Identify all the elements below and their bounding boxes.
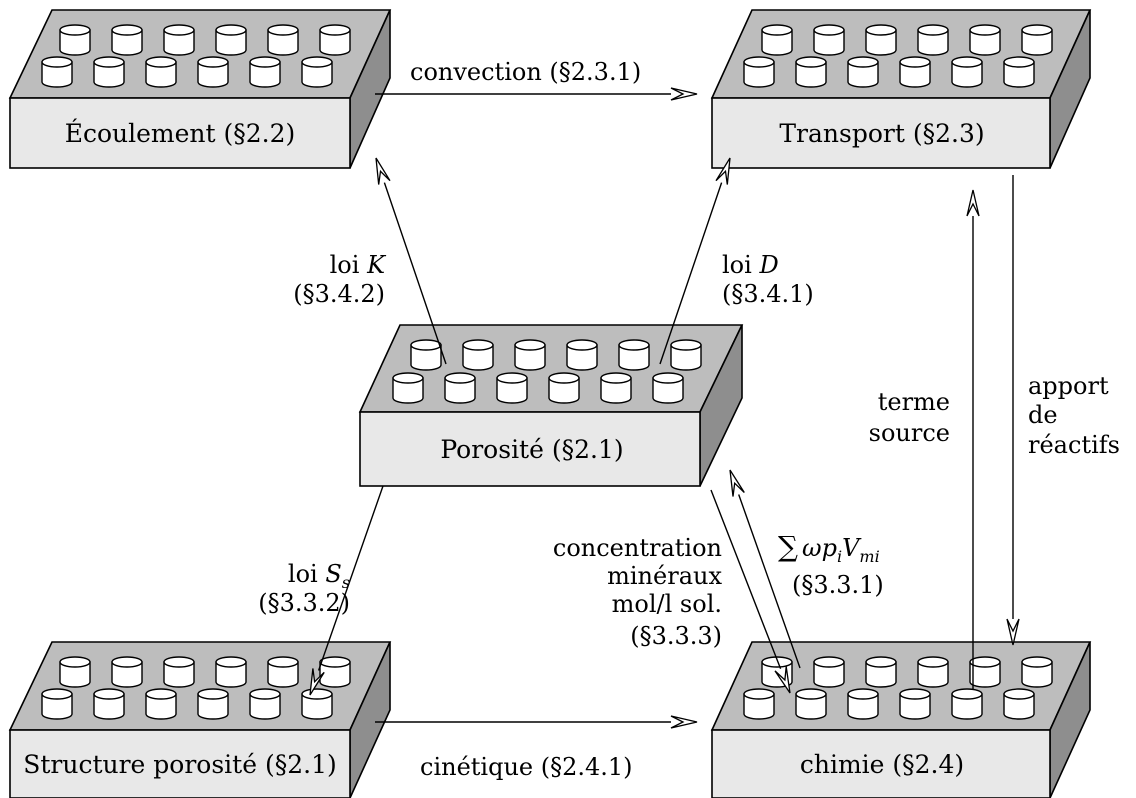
loi-d-arrow [659,157,731,365]
cinetique-label: cinétique (§2.4.1) [420,753,633,781]
sum-formula-arrow [729,469,801,669]
terme-source-line1: terme [878,388,950,416]
loi-k-line2: (§3.4.2) [293,280,385,308]
apport-line2: de [1028,401,1058,429]
concentration-arrow [710,489,791,694]
block-transport: Transport (§2.3) [710,9,1092,169]
apport-label: apport de réactifs [1028,372,1120,459]
concentration-line3: mol/l sol. [612,590,722,618]
block-structure: Structure porosité (§2.1) [8,641,392,798]
loi-k-arrow [375,157,447,365]
block-chimie: chimie (§2.4) [710,641,1092,798]
block-transport-label: Transport (§2.3) [779,119,984,148]
apport-line1: apport [1028,372,1109,400]
apport-line3: réactifs [1028,431,1120,459]
loi-d-line2: (§3.4.1) [722,280,814,308]
terme-source-line2: source [869,419,950,447]
loi-ss-label: loi Ss (§3.3.2) [258,560,350,617]
concentration-line4: (§3.3.3) [630,622,722,650]
block-porosite: Porosité (§2.1) [358,324,744,487]
sum-formula-line1: ∑ωpiVmi [778,530,880,566]
block-chimie-label: chimie (§2.4) [800,750,964,779]
loi-ss-line1: loi Ss [288,560,350,592]
sum-formula-label: ∑ωpiVmi (§3.3.1) [778,530,884,599]
concentration-label: concentration minéraux mol/l sol. (§3.3.… [553,534,723,650]
block-ecoulement: Écoulement (§2.2) [8,9,392,169]
terme-source-label: terme source [869,388,950,447]
loi-d-label: loi D (§3.4.1) [722,251,814,308]
loi-k-label: loi K (§3.4.2) [293,251,387,308]
loi-d-line1: loi D [722,251,779,279]
concentration-line1: concentration [553,534,722,562]
loi-ss-arrow [309,485,384,696]
block-structure-label: Structure porosité (§2.1) [23,750,337,779]
sum-formula-line2: (§3.3.1) [792,571,884,599]
concentration-line2: minéraux [607,562,722,590]
terme-source-arrow [966,189,980,690]
convection-arrow [375,87,698,101]
apport-arrow [1006,175,1020,646]
block-porosite-label: Porosité (§2.1) [440,435,623,464]
loi-ss-line2: (§3.3.2) [258,589,350,617]
cinetique-arrow [375,715,698,729]
convection-label: convection (§2.3.1) [410,58,641,86]
loi-k-line1: loi K [330,251,387,279]
block-ecoulement-label: Écoulement (§2.2) [65,119,296,148]
arrows-layer [309,87,1020,729]
